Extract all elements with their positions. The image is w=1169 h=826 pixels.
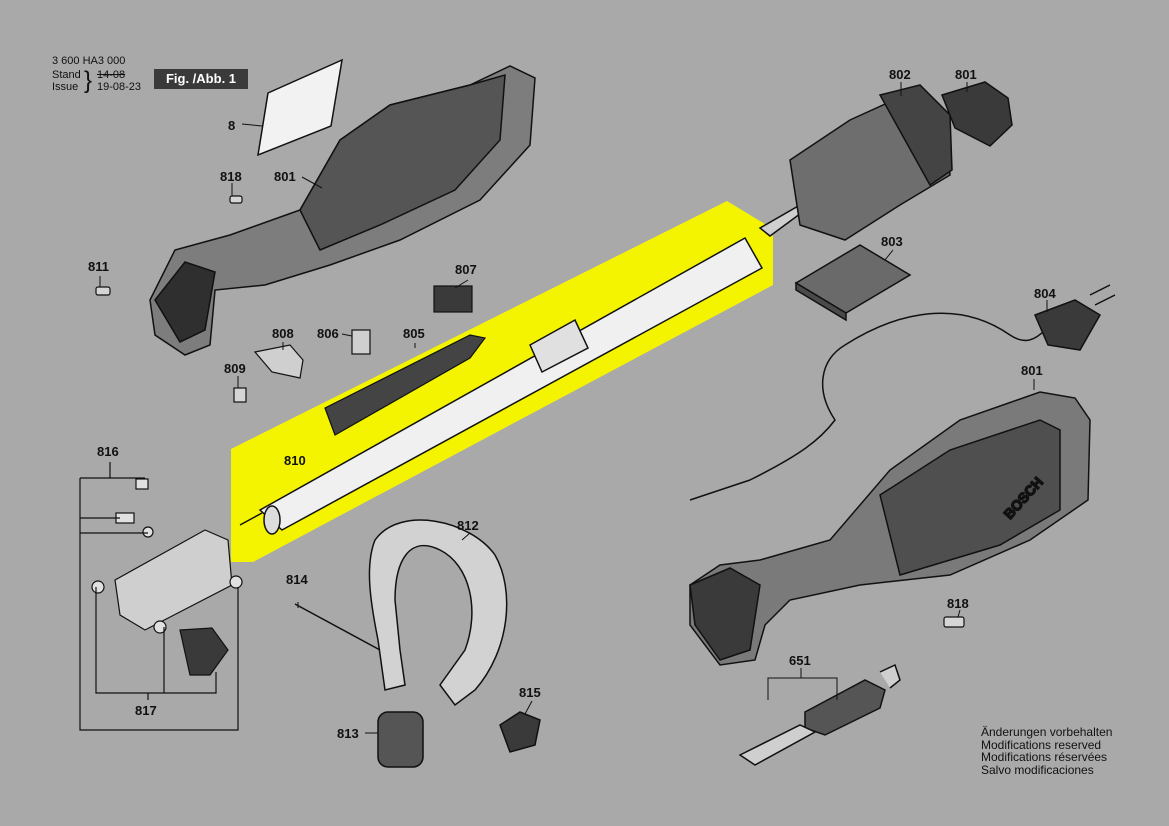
part-801-cap	[941, 81, 1013, 147]
part-801-housing-front: BOSCH	[689, 391, 1091, 666]
part-806-spring	[351, 329, 371, 355]
part-807-block	[433, 285, 473, 313]
label-651: 651	[789, 653, 811, 668]
figure-label: Fig. /Abb. 1	[154, 69, 248, 89]
label-810: 810	[284, 453, 306, 468]
small-parts	[95, 195, 965, 628]
label-815: 815	[519, 685, 541, 700]
notice-fr: Modifications réservées	[981, 750, 1108, 765]
label-804: 804	[1034, 286, 1056, 301]
label-814: 814	[286, 572, 308, 587]
part-814-bolt	[294, 603, 381, 651]
part-813-clamp	[377, 711, 424, 768]
part-818-screw	[229, 195, 243, 204]
doc-number: 3 600 HA3 000	[52, 55, 126, 67]
label-806: 806	[317, 326, 339, 341]
part-812-loop-handle	[294, 519, 541, 768]
part-801-housing-half	[149, 65, 536, 356]
part-651-clip	[738, 663, 901, 766]
label-808: 808	[272, 326, 294, 341]
part-811-screw	[95, 286, 111, 296]
issue-value: 19-08-23	[97, 81, 142, 93]
issue-label: Issue	[52, 81, 79, 93]
label-818-a: 818	[220, 169, 242, 184]
label-812: 812	[457, 518, 479, 533]
leader-lines	[99, 82, 1048, 734]
part-805-bar	[324, 334, 487, 436]
label-801-c: 801	[1021, 363, 1043, 378]
part-802-motor	[758, 84, 953, 241]
label-803: 803	[881, 234, 903, 249]
part-labels: 8 801 818 811 807 808 806 805 809 810 81…	[88, 67, 1056, 741]
part-815-knob	[499, 711, 541, 753]
part-8-sheet	[257, 58, 343, 157]
part-804-cable	[689, 284, 1116, 501]
part-810-shaft	[239, 236, 764, 535]
label-807: 807	[455, 262, 477, 277]
label-817: 817	[135, 703, 157, 718]
stand-label: Stand	[52, 69, 81, 81]
modifications-notice: Änderungen vorbehalten Modifications res…	[981, 726, 1112, 776]
header-brace: }	[84, 67, 93, 94]
label-802: 802	[889, 67, 911, 82]
label-811: 811	[88, 259, 109, 274]
stand-value: 14-08	[97, 69, 126, 81]
label-809: 809	[224, 361, 246, 376]
label-816: 816	[97, 444, 119, 459]
label-818-b: 818	[947, 596, 969, 611]
label-813: 813	[337, 726, 359, 741]
notice-es: Salvo modificaciones	[981, 762, 1094, 777]
part-803-board	[794, 244, 912, 322]
notice-en: Modifications reserved	[981, 737, 1102, 752]
label-805: 805	[403, 326, 425, 341]
part-809-plug	[233, 387, 247, 403]
part-818-screw-b	[943, 616, 965, 628]
notice-de: Änderungen vorbehalten	[981, 725, 1113, 739]
label-8: 8	[228, 118, 235, 133]
part-808-latch	[253, 344, 304, 379]
label-801-a: 801	[274, 169, 296, 184]
label-801-b: 801	[955, 67, 977, 82]
part-816-817-assembly	[79, 462, 243, 731]
